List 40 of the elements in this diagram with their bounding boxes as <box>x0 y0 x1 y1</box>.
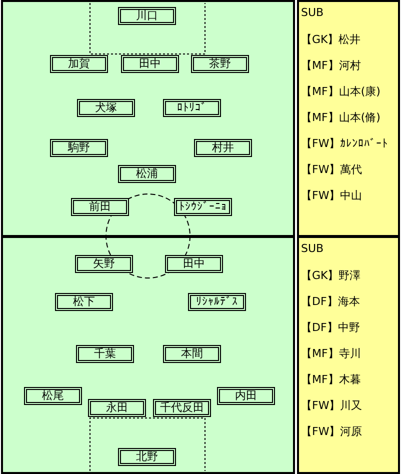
player-name-plate: ﾛﾄﾘｺﾞ <box>163 99 221 117</box>
substitute-entry: 【FW】萬代 <box>301 162 364 178</box>
substitute-entry: 【MF】河村 <box>301 58 362 74</box>
substitute-entry: 【FW】川又 <box>301 398 364 414</box>
substitute-entry: 【DF】中野 <box>301 320 361 336</box>
player-name-plate: 松尾 <box>24 387 82 405</box>
substitute-entry: 【DF】海本 <box>301 294 361 310</box>
player-name-plate: 茶野 <box>191 55 249 73</box>
player-name-plate: 永田 <box>88 399 146 417</box>
substitute-entry: 【MF】寺川 <box>301 346 362 362</box>
player-name-plate: 北野 <box>118 448 176 466</box>
substitute-entry: 【FW】河原 <box>301 424 364 440</box>
player-name-plate: 千葉 <box>76 345 134 363</box>
substitute-entry: 【FW】中山 <box>301 188 364 204</box>
substitute-entry: 【FW】ｶﾚﾝﾛﾊﾞｰﾄ <box>301 136 390 152</box>
player-name-plate: 松下 <box>55 293 113 311</box>
substitutes-panel <box>297 0 400 237</box>
player-name-plate: 村井 <box>194 139 252 157</box>
player-name-plate: 前田 <box>71 198 129 216</box>
player-name-plate: 加賀 <box>50 55 108 73</box>
player-name-plate: 本間 <box>163 345 221 363</box>
substitute-entry: 【MF】山本(脩) <box>301 110 382 126</box>
player-name-plate: ﾘｼｬﾙﾃﾞｽ <box>188 293 246 311</box>
player-name-plate: 矢野 <box>75 255 133 273</box>
player-name-plate: 川口 <box>118 7 176 25</box>
panel-heading: SUB <box>301 242 325 257</box>
substitute-entry: 【GK】松井 <box>301 32 362 48</box>
panel-heading: SUB <box>301 6 325 21</box>
player-name-plate: 犬塚 <box>77 99 135 117</box>
substitute-entry: 【MF】山本(康) <box>301 84 382 100</box>
substitute-entry: 【MF】木暮 <box>301 372 362 388</box>
player-name-plate: 田中 <box>165 255 223 273</box>
player-name-plate: 松浦 <box>118 165 176 183</box>
player-name-plate: ﾄｼｳｼﾞｰﾆｮ <box>174 198 232 216</box>
player-name-plate: 千代反田 <box>153 399 211 417</box>
player-name-plate: 田中 <box>121 55 179 73</box>
player-name-plate: 駒野 <box>50 139 108 157</box>
substitute-entry: 【GK】野澤 <box>301 268 362 284</box>
player-name-plate: 内田 <box>217 387 275 405</box>
substitutes-panel <box>297 236 400 474</box>
